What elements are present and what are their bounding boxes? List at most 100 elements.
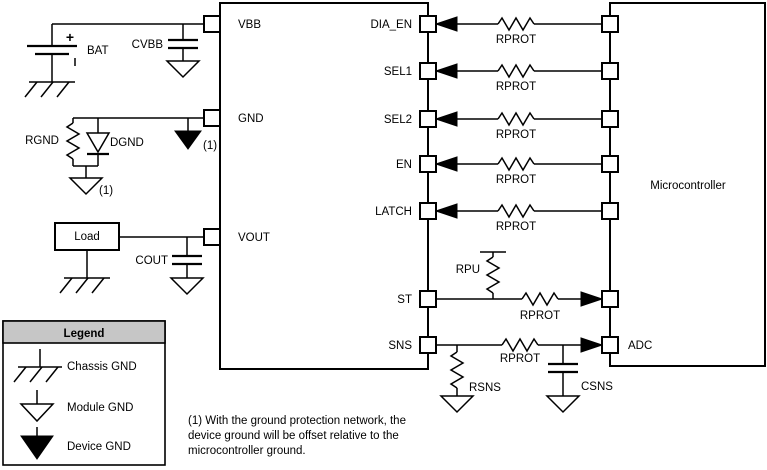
footnote-line: device ground will be offset relative to…	[188, 430, 399, 442]
legend-item-label: Module GND	[67, 402, 133, 414]
signal-row-sel1	[434, 63, 602, 79]
rprot-label: RPROT	[496, 81, 536, 93]
rprot-resistor	[497, 63, 535, 79]
arrow-left-icon	[434, 111, 458, 127]
cout-label: COUT	[135, 255, 168, 267]
signal-row-sel2	[434, 111, 602, 127]
module-gnd-icon	[165, 60, 201, 79]
rprot-label: RPROT	[520, 310, 560, 322]
device-block	[219, 2, 429, 370]
rprot-resistor	[497, 111, 535, 127]
pin-en	[419, 155, 437, 173]
microcontroller-label: Microcontroller	[650, 180, 726, 192]
rsns-label: RSNS	[469, 382, 501, 394]
pin-label-sel2: SEL2	[384, 114, 412, 126]
dgnd-diode	[85, 132, 111, 154]
mcu-pin-adc	[601, 336, 619, 354]
dgnd-label: DGND	[110, 137, 144, 149]
rprot-resistor	[497, 156, 535, 172]
footnote: (1) With the ground protection network, …	[188, 415, 406, 457]
arrow-left-icon	[434, 203, 458, 219]
rprot-resistor	[501, 337, 539, 353]
rgnd-resistor	[65, 122, 81, 160]
legend-item-label: Chassis GND	[67, 361, 137, 373]
footnote-line: (1) With the ground protection network, …	[188, 415, 406, 427]
chassis-gnd-icon	[24, 81, 75, 98]
rprot-label: RPROT	[496, 221, 536, 233]
pin-label-sel1: SEL1	[384, 66, 412, 78]
mcu-pin-1	[601, 15, 619, 33]
device-gnd-icon	[174, 130, 202, 150]
legend-header	[2, 320, 166, 344]
pin-label-gnd: GND	[238, 113, 264, 125]
footnote-line: microcontroller ground.	[188, 445, 306, 457]
note-ref-label: (1)	[203, 140, 217, 152]
module-gnd-icon	[169, 277, 205, 296]
ground-protection-network	[65, 117, 212, 196]
pin-label-dia-en: DIA_EN	[370, 19, 412, 31]
signal-row-en	[434, 156, 602, 172]
pin-label-en: EN	[396, 159, 412, 171]
rgnd-label: RGND	[25, 135, 59, 147]
adc-label: ADC	[628, 340, 652, 352]
mcu-pin-st	[601, 290, 619, 308]
csns-capacitor	[545, 345, 581, 414]
arrow-left-icon	[434, 16, 458, 32]
rprot-label: RPROT	[496, 174, 536, 186]
pin-label-st: ST	[397, 294, 412, 306]
arrow-left-icon	[434, 156, 458, 172]
battery-plus-label: +	[66, 29, 74, 45]
device-gnd-icon	[20, 427, 54, 460]
signal-row-st	[436, 251, 604, 307]
rpu-label: RPU	[456, 264, 480, 276]
rprot-resistor	[521, 291, 559, 307]
rpu-pullup	[480, 251, 506, 299]
pin-label-vout: VOUT	[238, 232, 270, 244]
arrow-right-icon	[580, 337, 604, 353]
module-gnd-icon	[545, 395, 581, 414]
rprot-resistor	[497, 16, 535, 32]
pin-latch	[419, 202, 437, 220]
pin-label-vbb: VBB	[238, 19, 261, 31]
pin-sns	[419, 336, 437, 354]
pin-gnd	[203, 109, 221, 127]
legend-title: Legend	[64, 328, 105, 340]
cvbb-capacitor	[165, 24, 201, 79]
signal-row-dia-en	[434, 16, 602, 32]
rsns-network	[439, 345, 475, 414]
load-label: Load	[74, 231, 100, 243]
pin-sel2	[419, 110, 437, 128]
legend-item-label: Device GND	[67, 441, 131, 453]
cvbb-label: CVBB	[132, 39, 164, 51]
module-gnd-icon	[68, 177, 104, 196]
rprot-label: RPROT	[496, 34, 536, 46]
battery	[27, 23, 212, 82]
mcu-pin-3	[601, 110, 619, 128]
mcu-pin-2	[601, 62, 619, 80]
pin-dia-en	[419, 15, 437, 33]
arrow-left-icon	[434, 63, 458, 79]
signal-row-sns	[436, 337, 604, 414]
signal-row-latch	[434, 203, 602, 219]
load-network	[54, 222, 212, 296]
pin-label-latch: LATCH	[375, 206, 412, 218]
battery-label: BAT	[87, 45, 109, 57]
pin-vbb	[203, 15, 221, 33]
note-ref-label: (1)	[99, 185, 113, 197]
rprot-label: RPROT	[496, 129, 536, 141]
chassis-gnd-icon	[13, 349, 62, 383]
csns-label: CSNS	[581, 381, 613, 393]
rpu-resistor	[485, 256, 501, 294]
rprot-resistor	[497, 203, 535, 219]
module-gnd-icon	[439, 395, 475, 414]
chassis-gnd-icon	[59, 277, 110, 294]
pin-vout	[203, 228, 221, 246]
mcu-pin-5	[601, 202, 619, 220]
pin-sel1	[419, 62, 437, 80]
module-gnd-icon	[19, 390, 55, 423]
cout-capacitor	[169, 237, 205, 296]
microcontroller-block	[609, 2, 766, 367]
pin-label-sns: SNS	[388, 340, 412, 352]
